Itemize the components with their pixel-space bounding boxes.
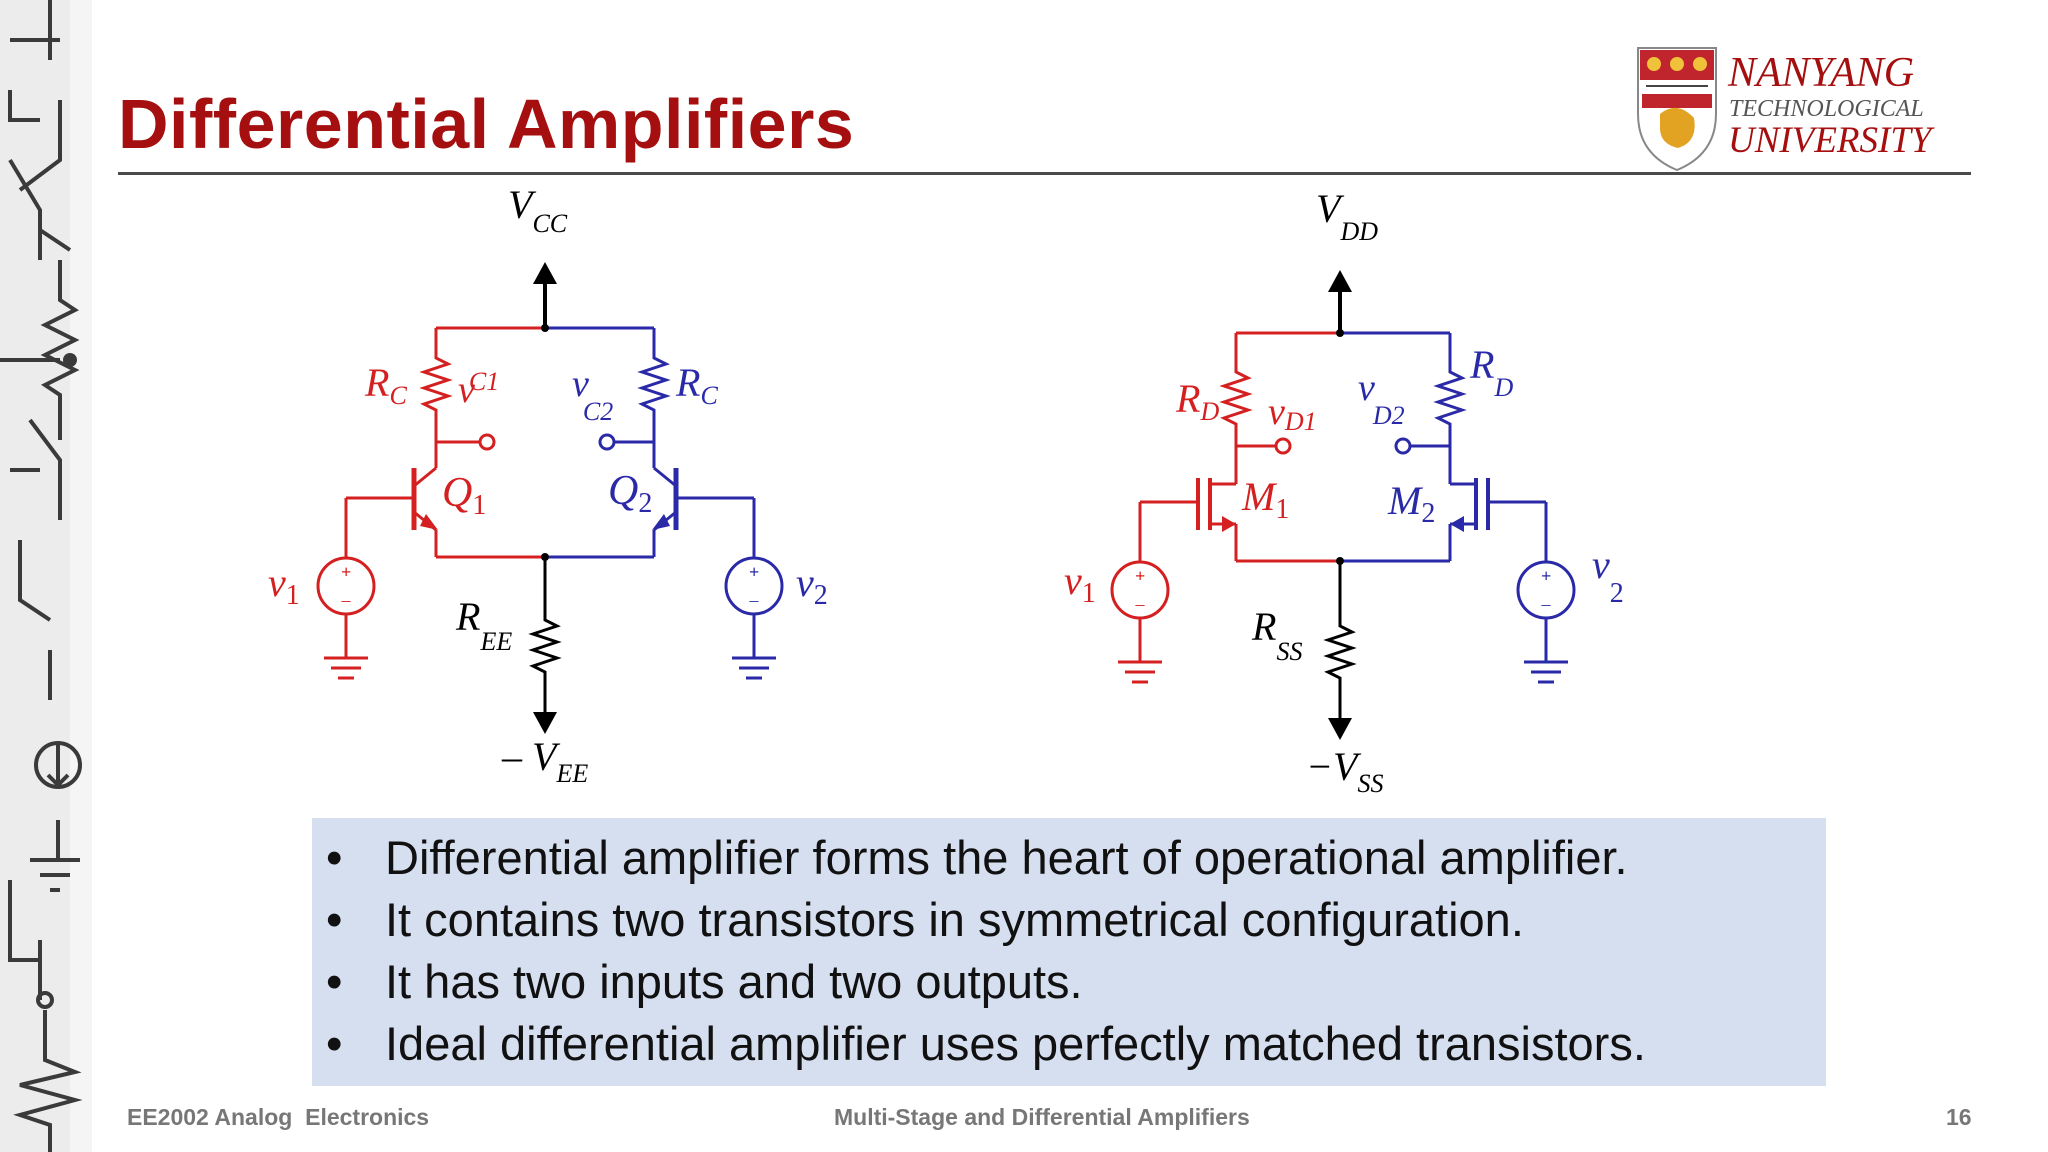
bjt-q1-label: Q1 (442, 470, 486, 521)
svg-text:+: + (341, 562, 351, 582)
svg-text:+: + (1135, 566, 1145, 586)
summary-bullets-box: • Differential amplifier forms the heart … (312, 818, 1826, 1086)
mos-rss-label: RSS (1251, 604, 1302, 666)
bjt-v1-label: v1 (268, 560, 300, 611)
bullet-item: • It contains two transistors in symmetri… (312, 889, 1646, 951)
bullet-text: It contains two transistors in symmetric… (385, 893, 1524, 946)
bullet-text: Differential amplifier forms the heart o… (385, 831, 1628, 884)
bjt-ree-label: REE (455, 594, 512, 656)
bjt-rc-right-label: RC (675, 360, 718, 410)
logo-line-2: TECHNOLOGICAL (1729, 96, 1924, 122)
mos-v2-label: v2 (1592, 542, 1624, 609)
bullet-list: • Differential amplifier forms the heart … (312, 827, 1646, 1075)
ntu-crest-icon (1637, 47, 1717, 172)
title-divider (118, 172, 1971, 175)
slide-title: Differential Amplifiers (118, 85, 855, 163)
bullet-text: It has two inputs and two outputs. (385, 955, 1083, 1008)
svg-text:–: – (749, 590, 760, 610)
mos-rd-left-label: RD (1175, 376, 1219, 426)
mos-m2-label: M2 (1387, 478, 1435, 529)
svg-text:+: + (1541, 566, 1551, 586)
bjt-vcc-label: VCC (508, 182, 568, 238)
footer-topic: Multi-Stage and Differential Amplifiers (834, 1104, 1250, 1130)
svg-text:+: + (749, 562, 759, 582)
bullet-text: Ideal differential amplifier uses perfec… (385, 1017, 1646, 1070)
footer-page-number: 16 (1946, 1104, 1972, 1130)
mos-rd-right-label: RD (1469, 342, 1513, 402)
bjt-vee-label: – VEE (501, 734, 588, 788)
bjt-rc-left-label: RC (364, 360, 407, 410)
bullet-marker: • (326, 831, 343, 884)
logo-line-1: NANYANG (1727, 50, 1914, 96)
bjt-v2-label: v2 (796, 560, 828, 611)
bullet-item: • Differential amplifier forms the heart … (312, 827, 1646, 889)
bullet-item: • It has two inputs and two outputs. (312, 951, 1646, 1013)
ntu-logo: NANYANG TECHNOLOGICAL UNIVERSITY (1637, 47, 1935, 172)
svg-text:–: – (1541, 594, 1552, 614)
mos-m1-label: M1 (1241, 474, 1289, 525)
svg-text:–: – (1135, 594, 1146, 614)
logo-line-3: UNIVERSITY (1728, 120, 1935, 161)
bjt-vc1-label: vC1 (458, 367, 499, 411)
bullet-item: • Ideal differential amplifier uses perfe… (312, 1013, 1646, 1075)
footer-course: EE2002 Analog Electronics (127, 1104, 430, 1130)
bullet-marker: • (326, 1017, 343, 1070)
mos-v1-label: v1 (1064, 558, 1096, 609)
decorative-circuit-strip (0, 0, 92, 1152)
mos-vd1-label: vD1 (1268, 391, 1317, 436)
bjt-q2-label: Q2 (608, 468, 652, 519)
bullet-marker: • (326, 893, 343, 946)
mos-vdd-label: VDD (1316, 186, 1378, 246)
mos-vss-label: −VSS (1306, 744, 1383, 798)
svg-text:–: – (341, 590, 352, 610)
bullet-marker: • (326, 955, 343, 1008)
